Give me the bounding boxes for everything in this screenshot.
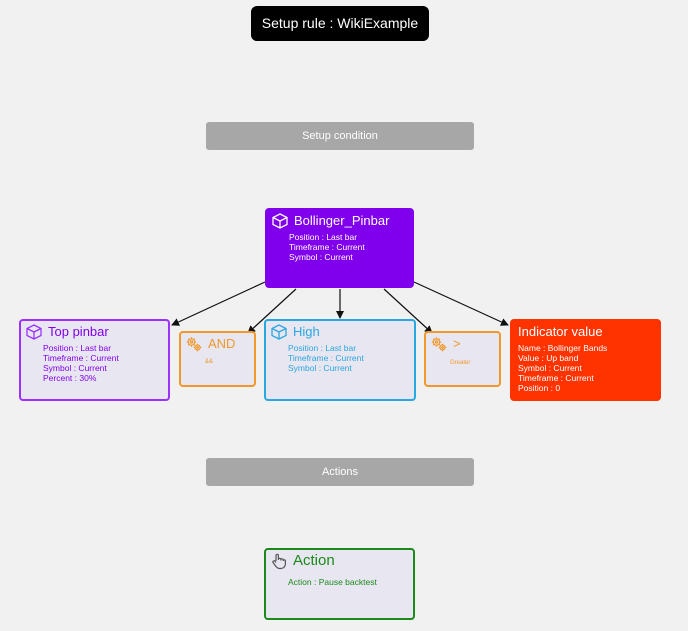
property-timeframe: Timeframe : Current	[518, 373, 594, 383]
node-properties: Position : Last bar Timeframe : Current …	[43, 343, 119, 383]
cube-icon	[270, 323, 288, 341]
node-greater[interactable]: > Greater	[424, 331, 501, 387]
property-action: Action : Pause backtest	[288, 577, 377, 587]
gears-icon	[430, 335, 448, 353]
property-position: Position : Last bar	[43, 343, 112, 353]
property-timeframe: Timeframe : Current	[43, 353, 119, 363]
node-title: Bollinger_Pinbar	[294, 213, 390, 228]
property-symbol: Symbol : Current	[289, 252, 353, 262]
property-symbol: Symbol : Current	[518, 363, 582, 373]
edge-to-indicator-value	[413, 281, 509, 326]
node-title: Top pinbar	[48, 324, 109, 339]
cube-icon	[271, 212, 289, 230]
section-actions[interactable]: Actions	[206, 458, 474, 486]
node-top-pinbar[interactable]: Top pinbar Position : Last bar Timeframe…	[19, 319, 170, 401]
gears-icon	[185, 335, 203, 353]
node-properties: Position : Last bar Timeframe : Current …	[288, 343, 364, 373]
property-name: Name : Bollinger Bands	[518, 343, 608, 353]
node-properties: Action : Pause backtest	[288, 577, 377, 587]
cube-icon	[25, 323, 43, 341]
node-title: Indicator value	[518, 324, 603, 339]
property-position: Position : Last bar	[288, 343, 357, 353]
node-high[interactable]: High Position : Last bar Timeframe : Cur…	[264, 319, 416, 401]
property-position: Position : Last bar	[289, 232, 358, 242]
property-percent: Percent : 30%	[43, 373, 97, 383]
edge-to-top-pinbar	[171, 281, 266, 326]
node-title: AND	[208, 336, 236, 351]
node-indicator-value[interactable]: Indicator value Name : Bollinger Bands V…	[510, 319, 661, 401]
node-properties: Position : Last bar Timeframe : Current …	[289, 232, 365, 262]
node-title: Action	[293, 552, 335, 569]
node-properties: Name : Bollinger Bands Value : Up band S…	[518, 343, 607, 393]
node-action[interactable]: Action Action : Pause backtest	[264, 548, 415, 620]
node-title: High	[293, 324, 320, 339]
node-bollinger-pinbar[interactable]: Bollinger_Pinbar Position : Last bar Tim…	[265, 208, 414, 288]
edge-to-greater	[383, 288, 433, 334]
hand-pointer-icon	[270, 552, 288, 570]
node-and[interactable]: AND &&	[179, 331, 256, 387]
property-timeframe: Timeframe : Current	[289, 242, 365, 252]
rule-title: Setup rule : WikiExample	[251, 6, 429, 41]
operator-name: Greater	[450, 360, 471, 366]
edge-to-and	[247, 288, 297, 334]
property-value: Value : Up band	[518, 353, 579, 363]
node-title: >	[453, 336, 461, 351]
property-symbol: Symbol : Current	[43, 363, 107, 373]
operator-symbol: &&	[205, 359, 214, 365]
section-setup-condition[interactable]: Setup condition	[206, 122, 474, 150]
property-timeframe: Timeframe : Current	[288, 353, 364, 363]
property-symbol: Symbol : Current	[288, 363, 352, 373]
property-position: Position : 0	[518, 383, 561, 393]
